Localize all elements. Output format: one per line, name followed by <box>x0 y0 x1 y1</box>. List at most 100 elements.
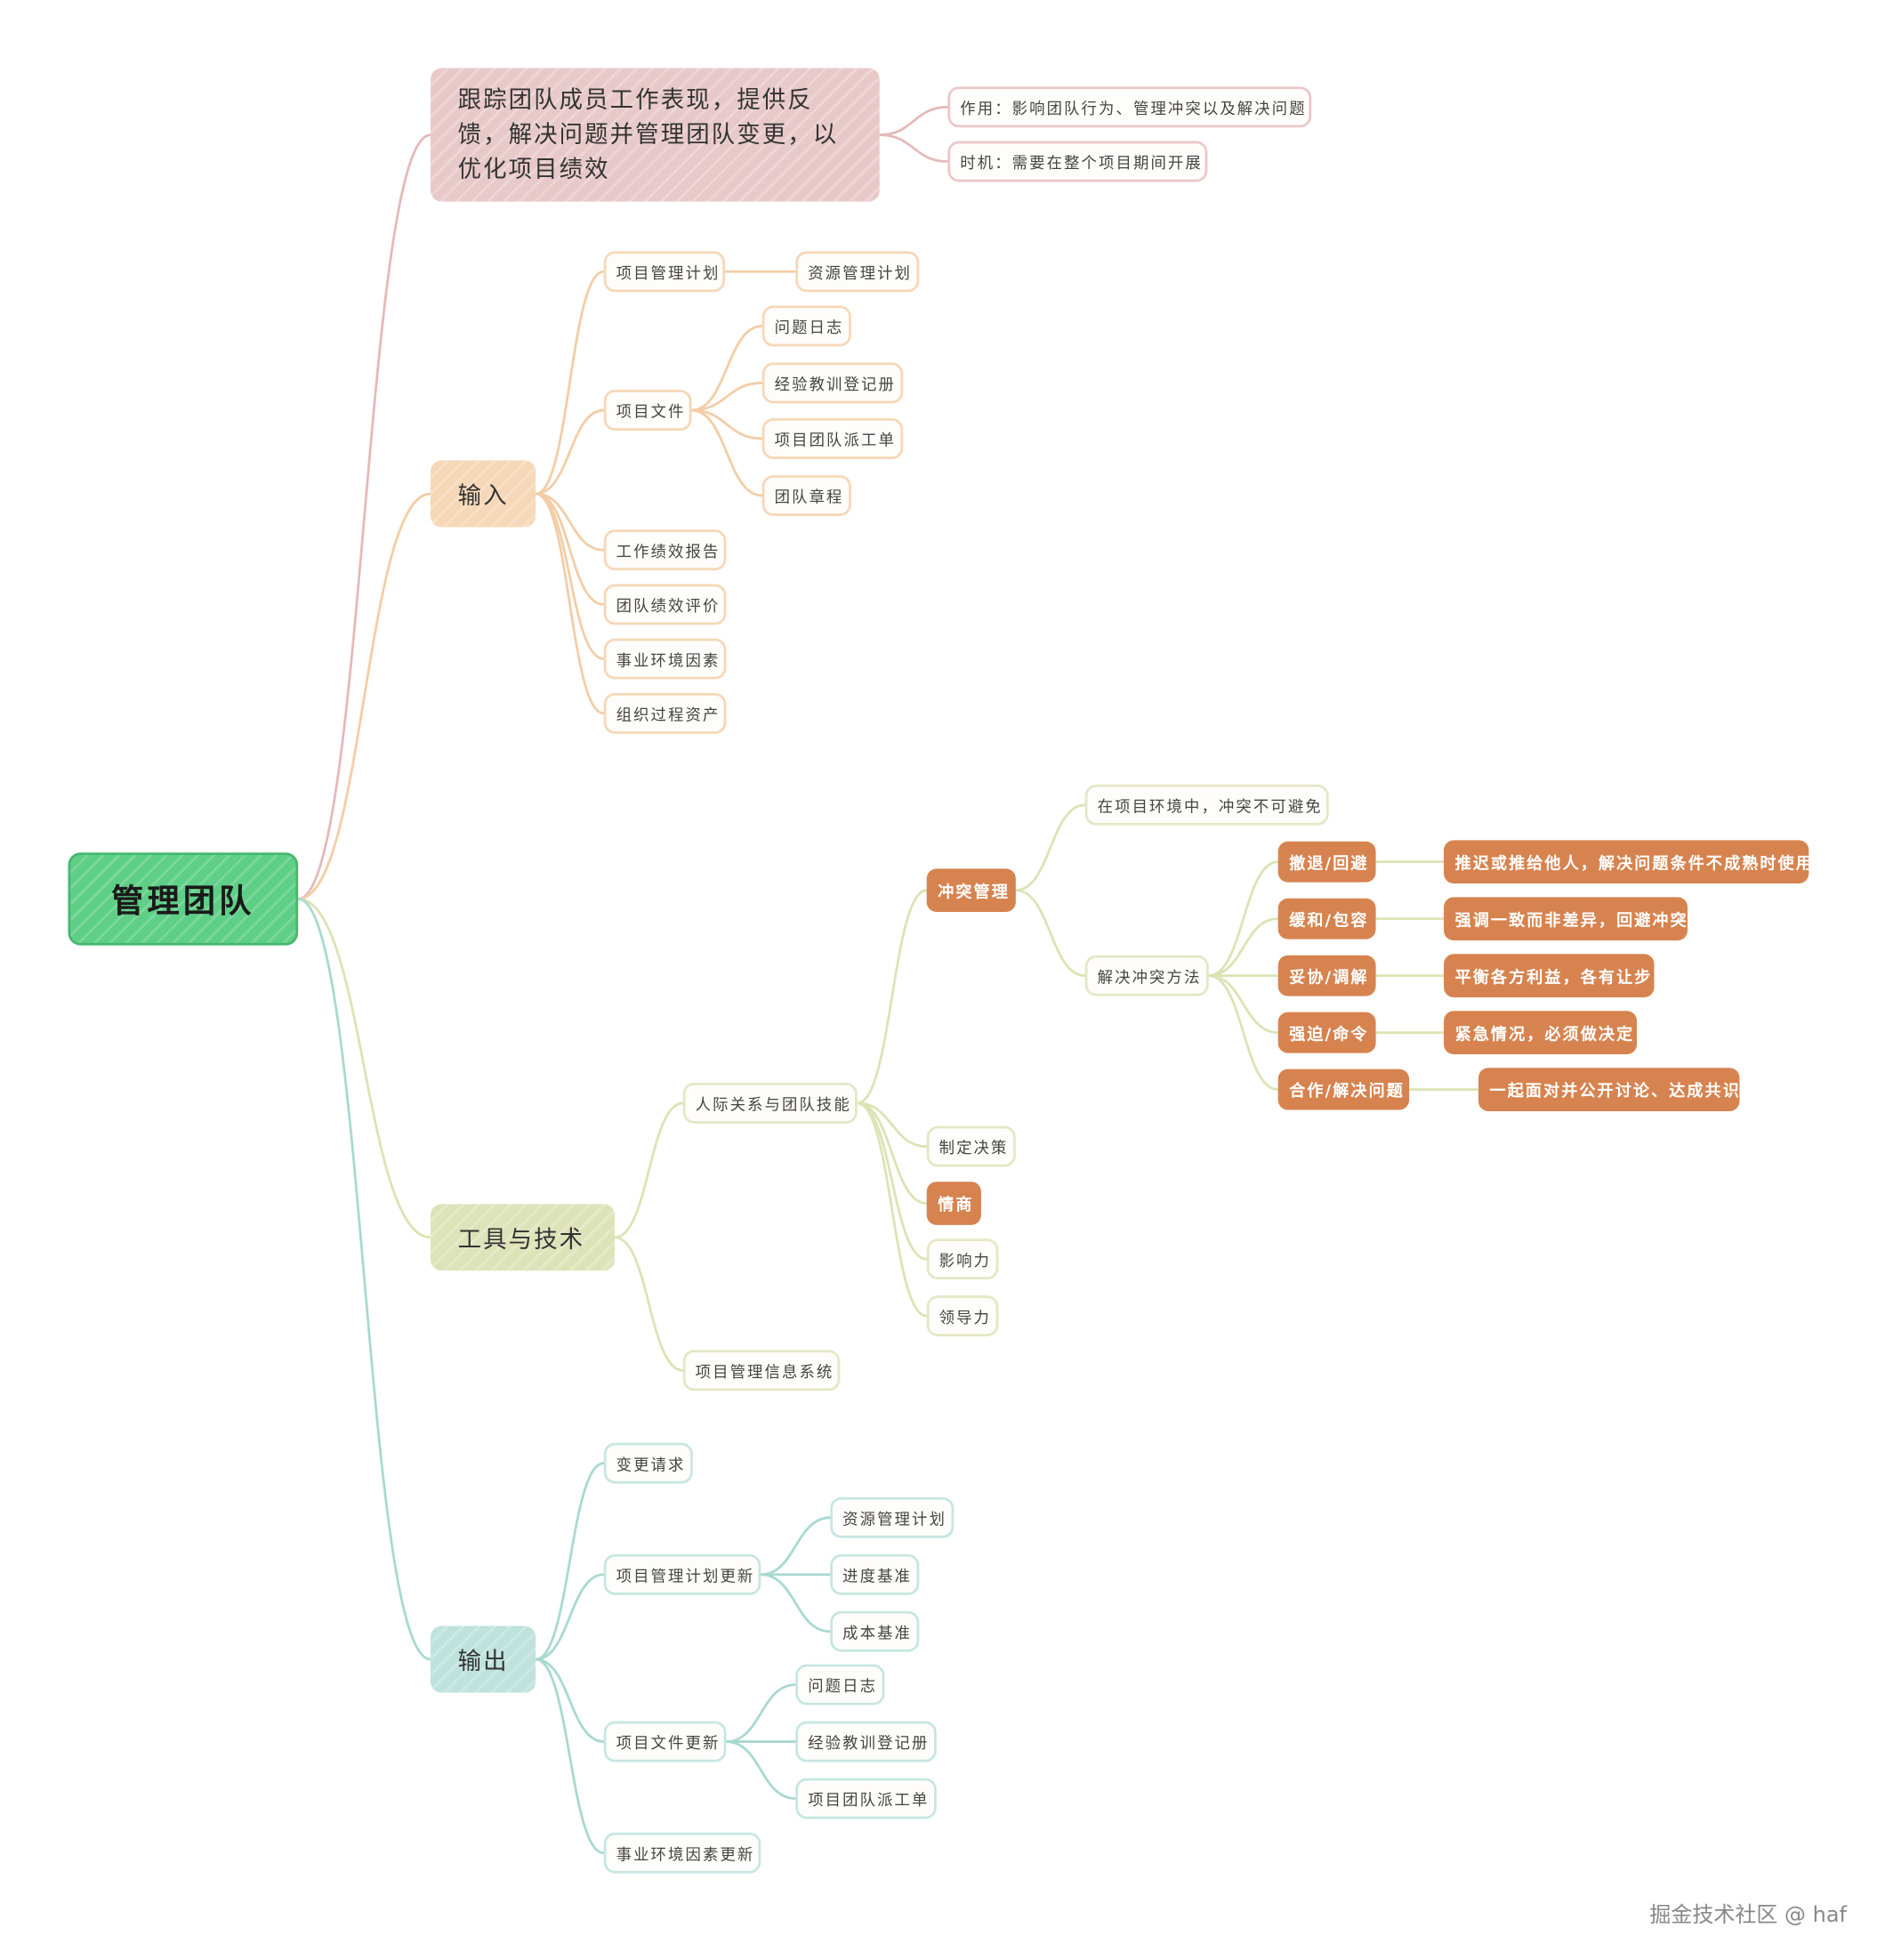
input-team-assessments-label: 团队绩效评价 <box>616 596 721 616</box>
inputs-node[interactable]: 输入 <box>430 460 536 528</box>
output-resource-plan[interactable]: 资源管理计划 <box>830 1496 955 1538</box>
connector-input-team-assignments <box>690 408 764 440</box>
output-team-assignments[interactable]: 项目团队派工单 <box>795 1778 937 1819</box>
connector-interpersonal-skills-node <box>613 1101 685 1239</box>
connector-output-project-docs-updates <box>534 1658 606 1743</box>
method-withdraw[interactable]: 撤退/回避 <box>1277 841 1376 883</box>
method-compromise-desc[interactable]: 平衡各方利益，各有让步 <box>1444 954 1655 997</box>
connector-conflict-management-node <box>856 889 929 1105</box>
connector-input-team-assessments <box>534 492 606 606</box>
inputs-label: 输入 <box>457 481 509 510</box>
output-cost-baseline[interactable]: 成本基准 <box>830 1610 920 1652</box>
watermark: 掘金技术社区 @ haf <box>1649 1902 1847 1927</box>
input-resource-plan[interactable]: 资源管理计划 <box>795 251 920 293</box>
input-project-docs[interactable]: 项目文件 <box>603 390 692 431</box>
input-lessons-register[interactable]: 经验教训登记册 <box>761 362 904 404</box>
root-node[interactable]: 管理团队 <box>68 852 299 946</box>
connector-output-change-requests <box>534 1462 606 1661</box>
input-team-charter[interactable]: 团队章程 <box>761 475 851 516</box>
leadership-label: 领导力 <box>938 1308 992 1327</box>
connector-input-issue-log <box>690 325 764 412</box>
leadership-node[interactable]: 领导力 <box>926 1295 999 1337</box>
conflict-inevitable-node[interactable]: 在项目环境中，冲突不可避免 <box>1084 784 1329 826</box>
outputs-node[interactable]: 输出 <box>430 1625 536 1693</box>
interpersonal-skills-node[interactable]: 人际关系与团队技能 <box>682 1082 858 1124</box>
connector-pmis-node <box>613 1236 685 1372</box>
connector-purpose-node <box>878 105 949 136</box>
output-schedule-baseline[interactable]: 进度基准 <box>830 1553 920 1595</box>
output-cost-baseline-label: 成本基准 <box>842 1623 913 1642</box>
root-label: 管理团队 <box>111 883 255 921</box>
output-pm-plan-updates[interactable]: 项目管理计划更新 <box>603 1553 761 1595</box>
tools-label: 工具与技术 <box>457 1225 585 1254</box>
pmis-label: 项目管理信息系统 <box>695 1362 834 1382</box>
input-eef[interactable]: 事业环境因素 <box>603 638 727 680</box>
connector-output-resource-plan <box>759 1516 832 1577</box>
output-eef-updates[interactable]: 事业环境因素更新 <box>603 1832 761 1874</box>
tools-node[interactable]: 工具与技术 <box>430 1204 616 1271</box>
connector-influence-node <box>856 1101 929 1261</box>
description-text: 跟踪团队成员工作表现，提供反馈，解决问题并管理团队变更，以优化项目绩效 <box>457 86 839 183</box>
emotional-intelligence-label: 情商 <box>938 1196 974 1215</box>
input-eef-label: 事业环境因素 <box>616 650 721 670</box>
input-issue-log-label: 问题日志 <box>774 318 844 337</box>
input-issue-log[interactable]: 问题日志 <box>761 305 851 347</box>
method-compromise[interactable]: 妥协/调解 <box>1277 955 1376 996</box>
input-opa[interactable]: 组织过程资产 <box>603 692 727 734</box>
input-pm-plan-label: 项目管理计划 <box>616 263 721 283</box>
method-force-label: 强迫/命令 <box>1289 1025 1369 1045</box>
input-project-docs-label: 项目文件 <box>616 402 686 421</box>
output-issue-log-label: 问题日志 <box>808 1676 878 1696</box>
conflict-inevitable-label: 在项目环境中，冲突不可避免 <box>1097 796 1323 816</box>
output-issue-log[interactable]: 问题日志 <box>795 1664 885 1706</box>
connector-output-eef-updates <box>534 1658 606 1855</box>
input-team-charter-label: 团队章程 <box>774 487 844 506</box>
decision-making-node[interactable]: 制定决策 <box>926 1125 1016 1167</box>
connector-input-lessons-register <box>690 382 764 412</box>
method-collaborate[interactable]: 合作/解决问题 <box>1277 1069 1410 1110</box>
method-collaborate-desc[interactable]: 一起面对并公开讨论、达成共识 <box>1478 1068 1740 1111</box>
output-lessons-register[interactable]: 经验教训登记册 <box>795 1721 937 1762</box>
connector-leadership-node <box>856 1101 929 1318</box>
method-force[interactable]: 强迫/命令 <box>1277 1012 1376 1053</box>
method-smooth[interactable]: 缓和/包容 <box>1277 898 1376 940</box>
method-compromise-desc-label: 平衡各方利益，各有让步 <box>1454 968 1653 988</box>
connector-method-collaborate <box>1207 974 1280 1091</box>
method-smooth-desc[interactable]: 强调一致而非差异，回避冲突 <box>1444 897 1688 941</box>
input-opa-label: 组织过程资产 <box>616 705 721 724</box>
pmis-node[interactable]: 项目管理信息系统 <box>682 1350 841 1391</box>
input-pm-plan[interactable]: 项目管理计划 <box>603 251 726 293</box>
interpersonal-skills-label: 人际关系与团队技能 <box>695 1094 851 1114</box>
output-change-requests-label: 变更请求 <box>616 1455 686 1474</box>
method-withdraw-desc[interactable]: 推迟或推给他人，解决问题条件不成熟时使用 <box>1444 840 1812 884</box>
conflict-management-node[interactable]: 冲突管理 <box>926 868 1016 913</box>
method-collaborate-label: 合作/解决问题 <box>1289 1082 1405 1101</box>
purpose-label: 作用：影响团队行为、管理冲突以及解决问题 <box>960 99 1307 118</box>
method-force-desc[interactable]: 紧急情况，必须做决定 <box>1444 1011 1638 1054</box>
connector-input-work-performance <box>534 492 606 552</box>
connector-outputs-node <box>296 898 432 1661</box>
description-node[interactable]: 跟踪团队成员工作表现，提供反馈，解决问题并管理团队变更，以优化项目绩效 <box>430 68 880 202</box>
connector-method-force <box>1207 974 1280 1035</box>
timing-node[interactable]: 时机：需要在整个项目期间开展 <box>947 141 1208 182</box>
output-project-docs-updates[interactable]: 项目文件更新 <box>603 1721 727 1762</box>
output-change-requests[interactable]: 变更请求 <box>603 1442 693 1484</box>
purpose-node[interactable]: 作用：影响团队行为、管理冲突以及解决问题 <box>947 86 1312 128</box>
conflict-management-label: 冲突管理 <box>938 883 1010 902</box>
input-team-assignments[interactable]: 项目团队派工单 <box>761 418 904 459</box>
output-resource-plan-label: 资源管理计划 <box>842 1509 946 1528</box>
conflict-methods-node[interactable]: 解决冲突方法 <box>1084 955 1209 996</box>
connector-output-cost-baseline <box>759 1573 832 1633</box>
connector-conflict-methods-node <box>1014 889 1087 978</box>
output-team-assignments-label: 项目团队派工单 <box>808 1790 930 1810</box>
connector-conflict-inevitable-node <box>1014 803 1087 892</box>
conflict-methods-label: 解决冲突方法 <box>1097 967 1202 987</box>
input-work-performance[interactable]: 工作绩效报告 <box>603 529 727 571</box>
decision-making-label: 制定决策 <box>938 1138 1009 1157</box>
emotional-intelligence-node[interactable]: 情商 <box>926 1182 981 1225</box>
influence-node[interactable]: 影响力 <box>926 1238 999 1280</box>
connector-input-team-charter <box>690 408 764 497</box>
connector-method-smooth <box>1207 917 1280 978</box>
input-team-assessments[interactable]: 团队绩效评价 <box>603 584 727 625</box>
